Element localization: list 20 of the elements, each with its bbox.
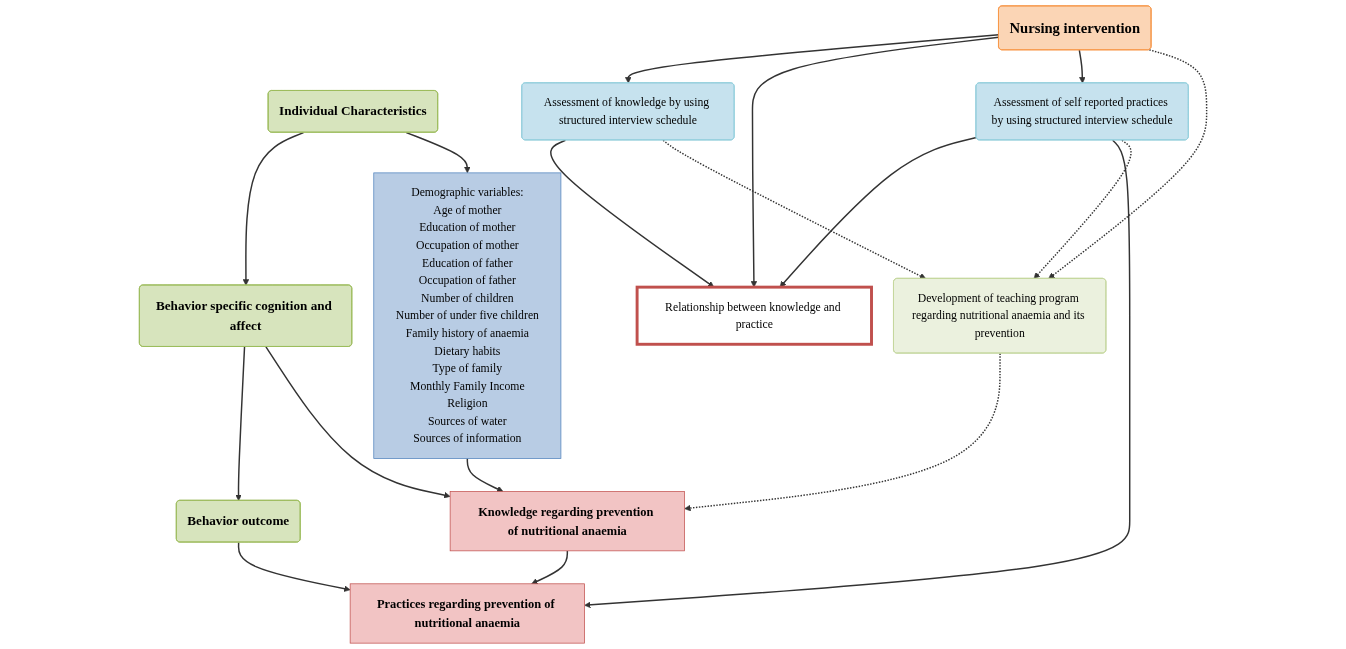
arrow: [235, 346, 246, 501]
arrow: [237, 541, 351, 592]
arrow: [265, 346, 451, 499]
arrow: [242, 131, 305, 286]
arrow: [1033, 139, 1132, 279]
arrow: [550, 139, 715, 288]
arrow: [1048, 49, 1208, 279]
arrow: [662, 139, 927, 279]
arrow: [750, 36, 1000, 288]
node-box: Demographic variables: Age of mother Education of mother Occupation of mother Education of father Occupation of father Number of children Number of under five children Family history of anaemia Dietary habits Type of family Monthly Family Income Religion Sources of water Sources of information: [373, 172, 562, 459]
node-box: Knowledge regarding prevention of nutritional anaemia: [449, 491, 685, 552]
arrow: [466, 457, 504, 492]
node-box: Practices regarding prevention of nutritional anaemia: [349, 583, 585, 644]
arrow: [405, 131, 471, 174]
node-box: Relationship between knowledge and practice: [635, 285, 873, 346]
arrow: [624, 34, 1000, 84]
arrow: [531, 550, 569, 585]
arrow: [584, 139, 1131, 609]
arrow: [1078, 49, 1086, 84]
arrow: [779, 136, 978, 288]
